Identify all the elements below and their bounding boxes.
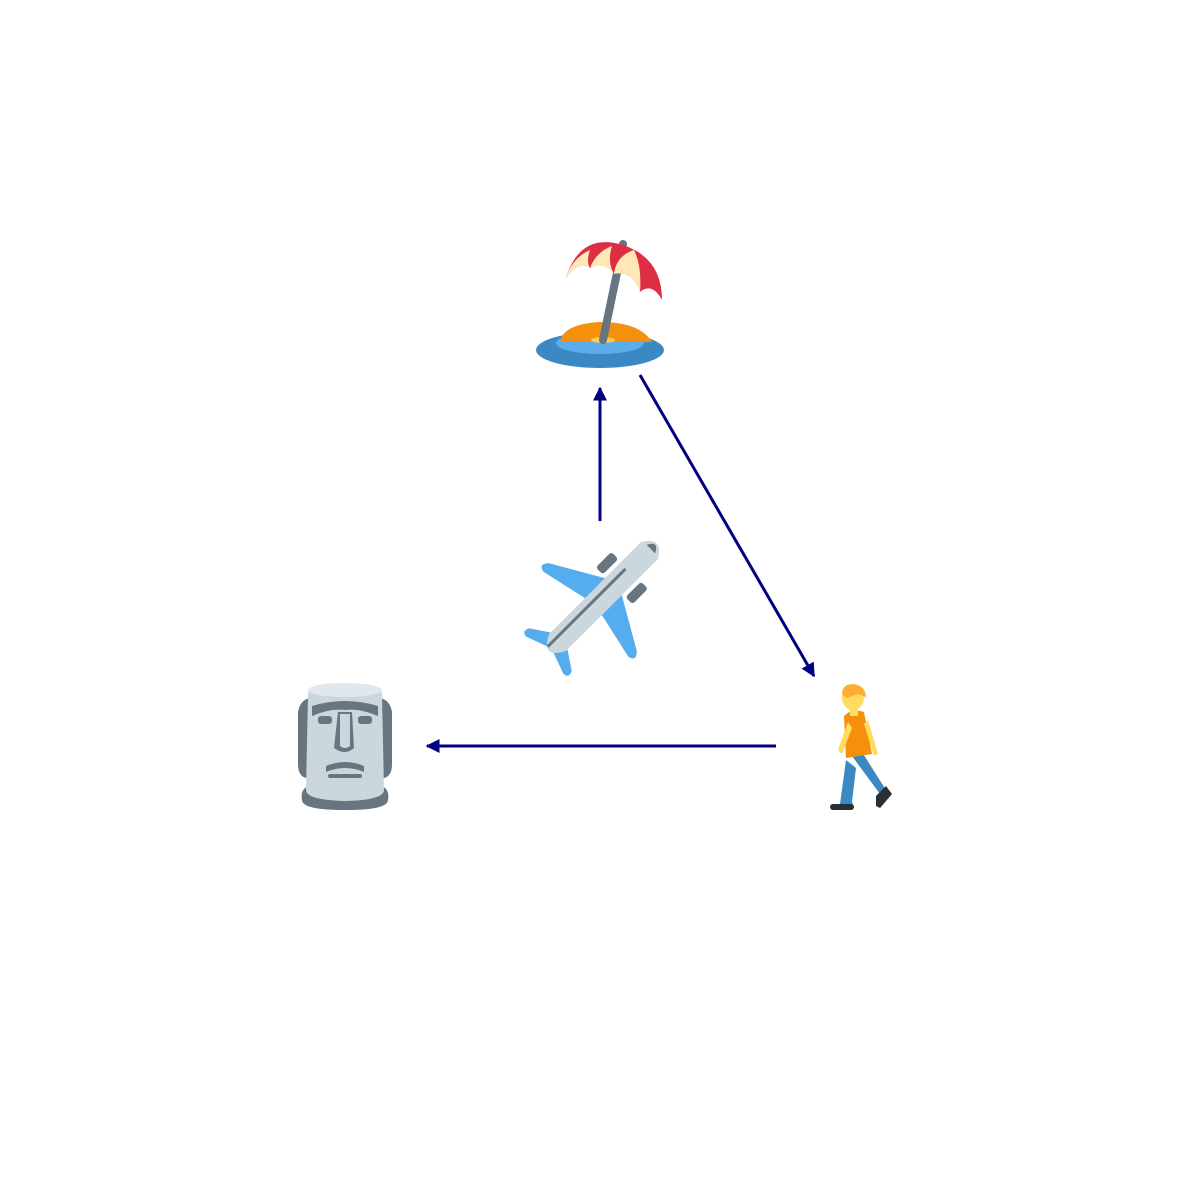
person-walking-icon xyxy=(830,684,892,810)
edge-island-to-walker xyxy=(638,374,816,678)
airplane-icon xyxy=(524,540,660,676)
moai-icon xyxy=(298,683,392,810)
desert-island-icon xyxy=(536,240,664,368)
edges xyxy=(425,374,816,753)
